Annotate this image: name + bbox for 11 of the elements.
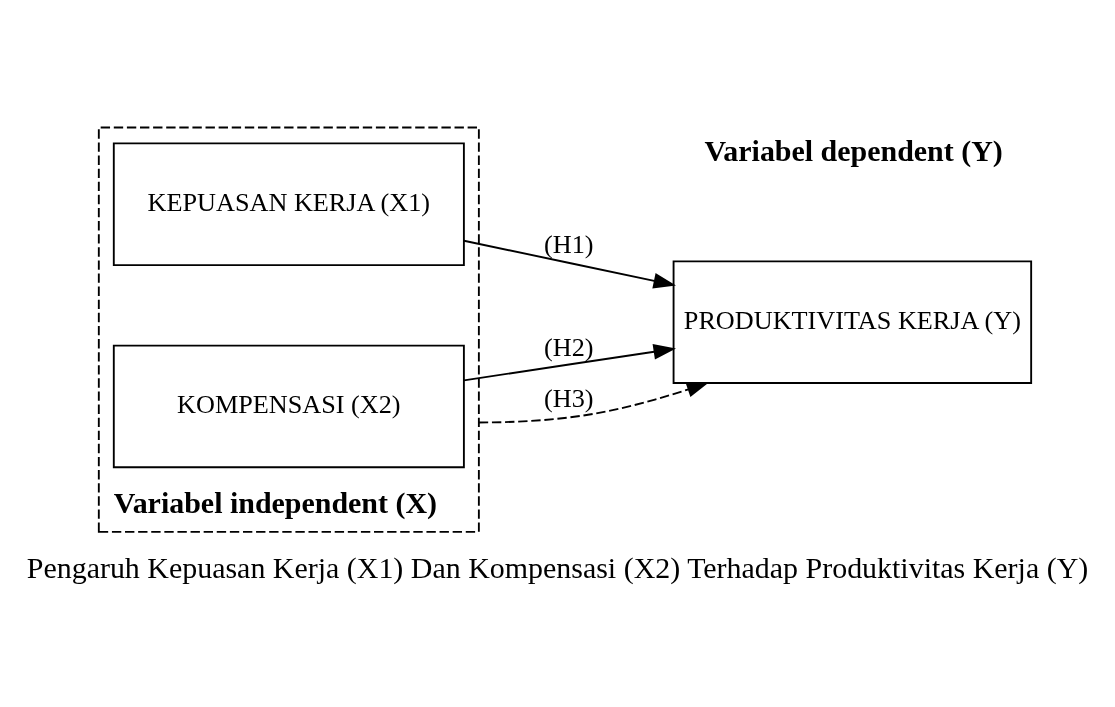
arrow	[463, 239, 676, 288]
label: Variabel dependent (Y)	[704, 133, 1003, 167]
edge-label: (H1)	[543, 229, 594, 259]
arrow	[477, 381, 710, 423]
node-box: PRODUKTIVITAS KERJA (Y)	[672, 259, 1033, 384]
node-box: KEPUASAN KERJA (X1)	[112, 141, 465, 266]
edge-label: (H3)	[543, 383, 594, 413]
node-box: KOMPENSASI (X2)	[112, 344, 465, 468]
edge-label: (H2)	[543, 332, 594, 362]
arrow	[463, 343, 676, 381]
caption: Pengaruh Kepuasan Kerja (X1) Dan Kompensasi (X2) Terhadap Produktivitas Kerja (Y)	[26, 550, 1089, 584]
